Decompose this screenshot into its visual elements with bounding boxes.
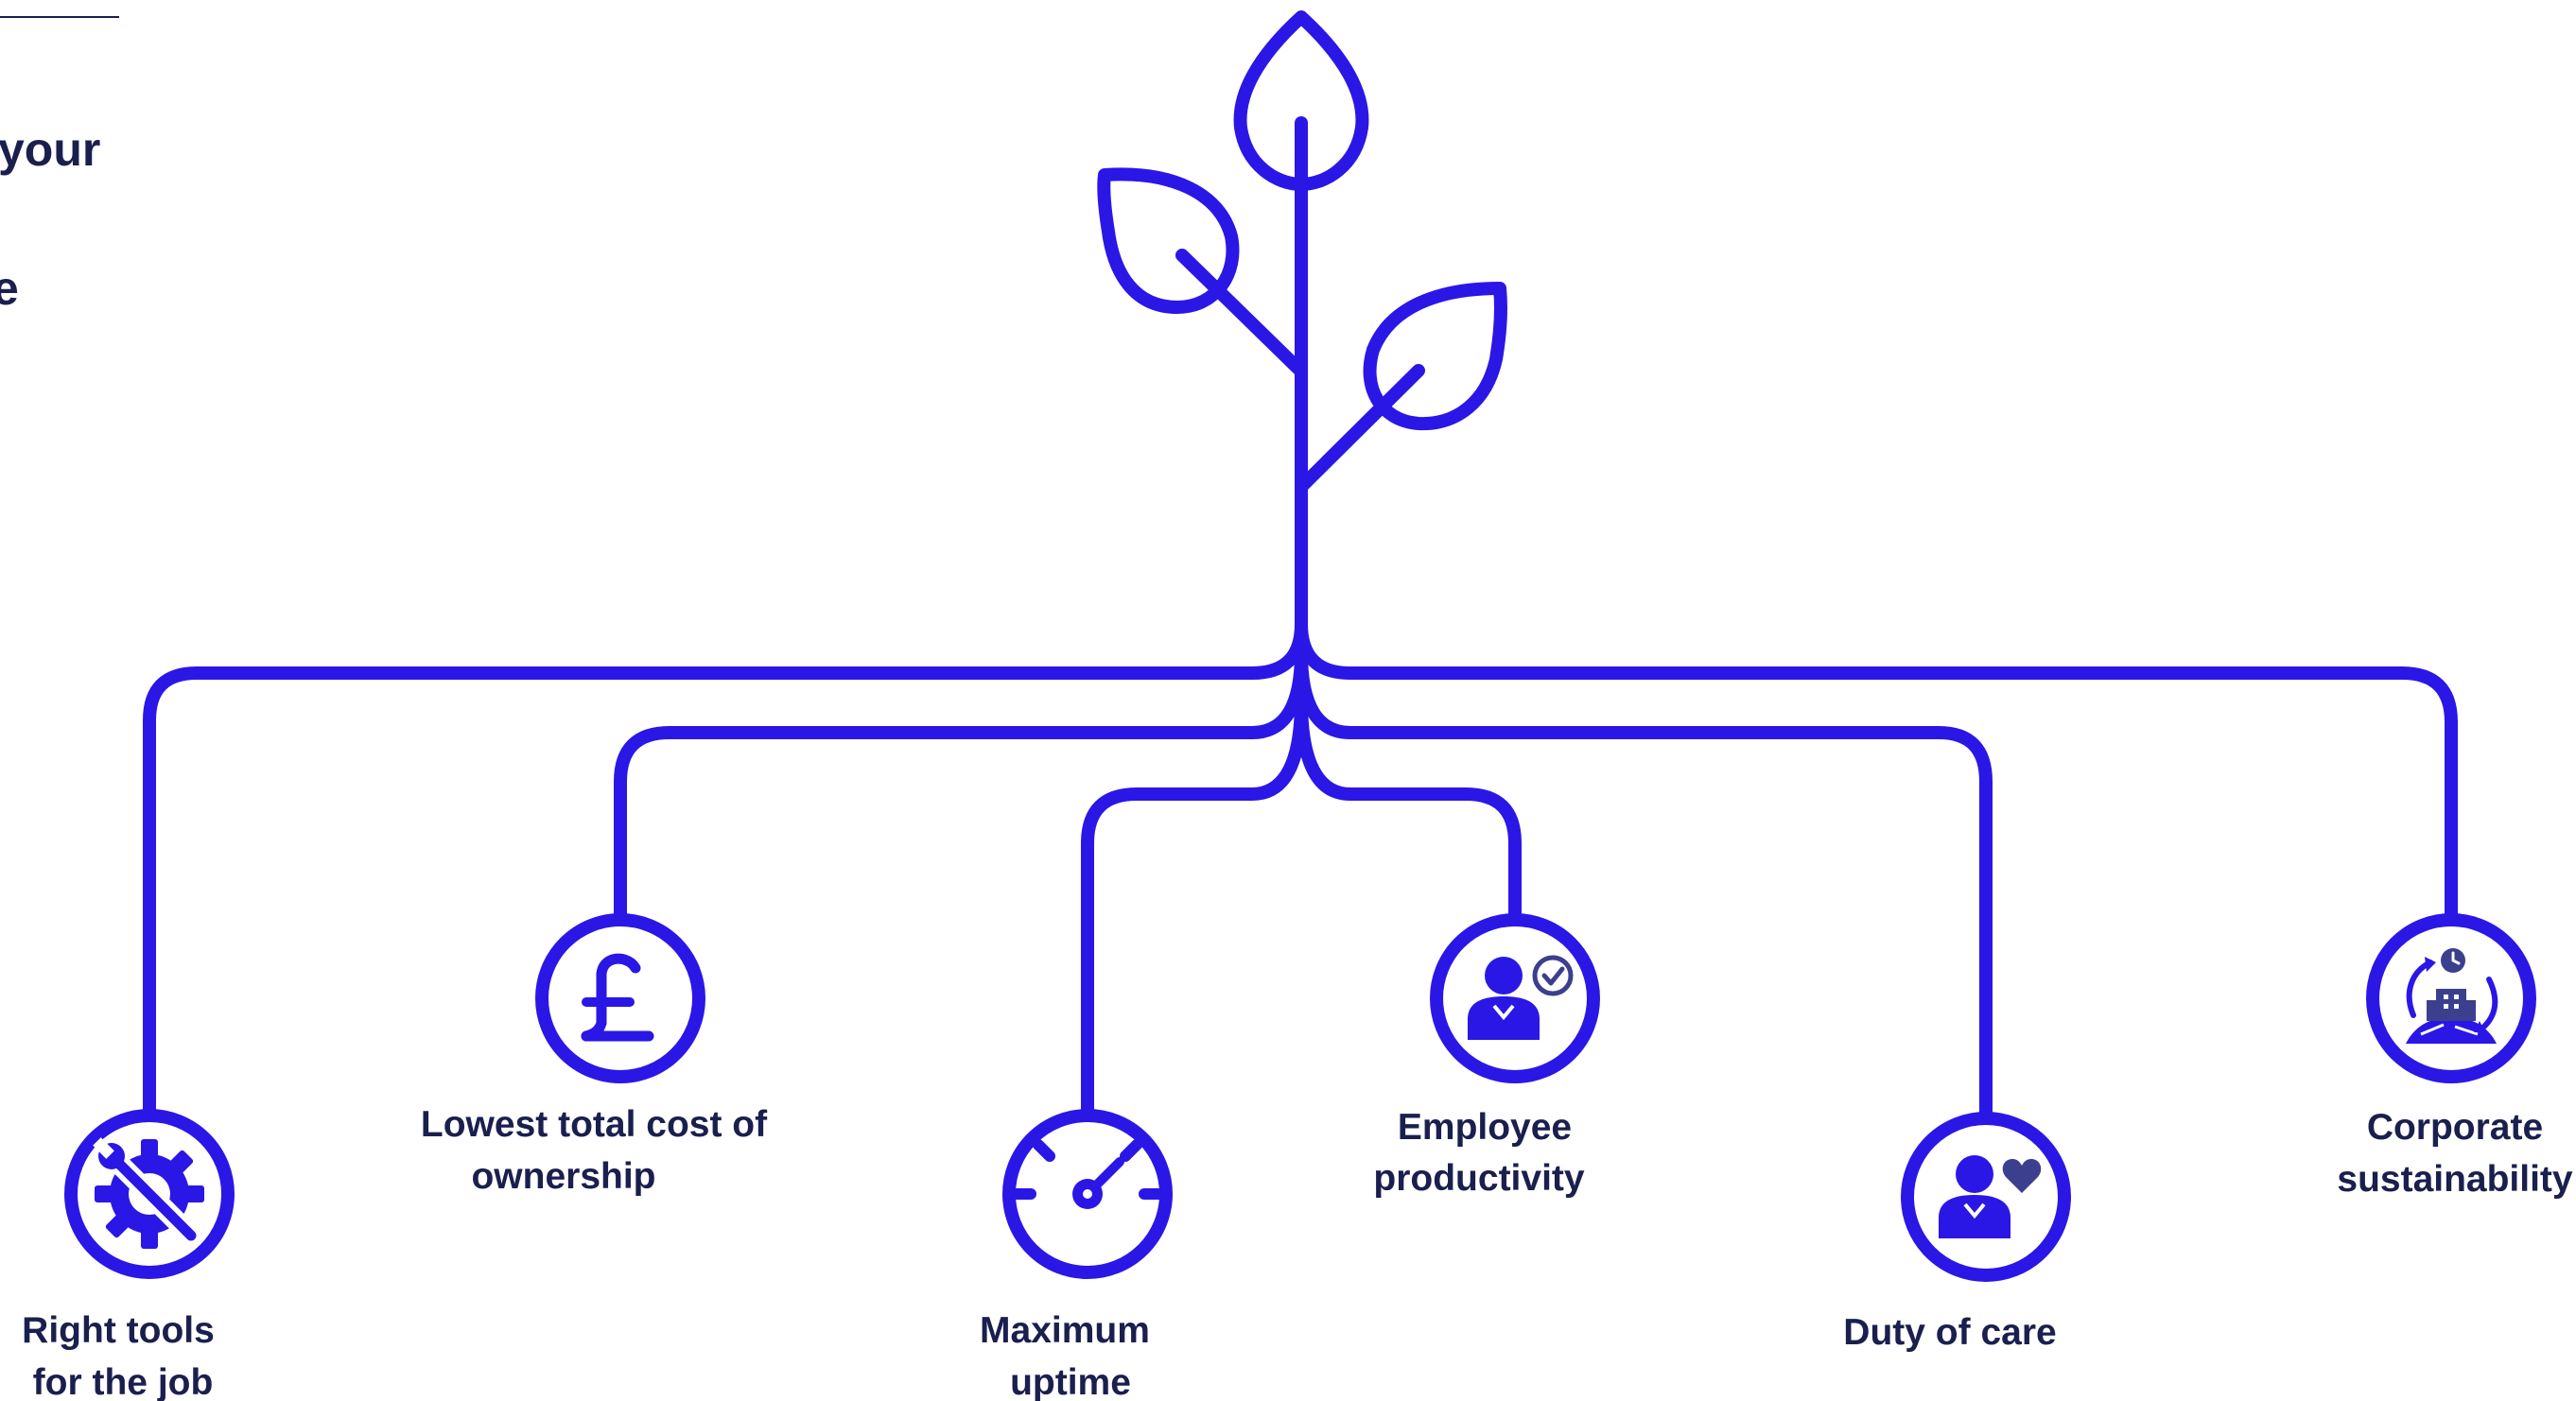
node-label-line-1: Lowest total cost of: [421, 1104, 768, 1145]
node-label-line-1: Maximum: [980, 1310, 1150, 1351]
branch-corporate-sustainability: [1295, 617, 2458, 922]
node-label-line-1: Employee: [1398, 1107, 1572, 1148]
node-lowest-cost: Lowest total cost of ownership: [421, 913, 768, 1197]
person-heart-icon: [1939, 1155, 2042, 1238]
node-label-line-2: productivity: [1373, 1158, 1584, 1199]
node-max-uptime: Maximum uptime: [980, 1109, 1173, 1401]
node-label-line-2: ownership: [471, 1156, 655, 1197]
gear-wrench-icon: [93, 1137, 204, 1249]
plant-right-leaf: [1363, 282, 1507, 431]
node-label-line-1: Duty of care: [1843, 1312, 2056, 1353]
node-duty-of-care: Duty of care: [1843, 1112, 2071, 1353]
branch-lines: [143, 617, 2458, 1122]
pound-icon: [581, 953, 654, 1042]
branch-employee-productivity: [1295, 693, 1522, 922]
branch-right-tools: [143, 617, 1308, 1122]
node-label-line-2: uptime: [1010, 1362, 1131, 1401]
plant-top-leaf: [1233, 10, 1369, 191]
plant-right-twig: [1295, 364, 1425, 493]
node-corporate-sustainability: Corporate sustainability: [2337, 913, 2573, 1200]
person-check-icon: [1468, 955, 1574, 1040]
side-text-line-1: your: [0, 123, 100, 176]
plant-left-twig: [1175, 249, 1308, 378]
speedometer-icon: [1008, 1139, 1167, 1209]
plant-icon: [1097, 10, 1507, 649]
node-label-line-2: sustainability: [2337, 1159, 2573, 1200]
branch-lowest-cost: [614, 646, 1308, 922]
node-label-line-1: Corporate: [2367, 1107, 2543, 1148]
node-label-line-1: Right tools: [22, 1310, 215, 1351]
node-employee-productivity: Employee productivity: [1373, 913, 1600, 1199]
branch-max-uptime: [1081, 693, 1308, 1122]
branch-duty-of-care: [1295, 646, 1993, 1122]
side-text-line-2: e: [0, 262, 19, 315]
node-label-line-2: for the job: [33, 1362, 214, 1401]
node-right-tools: Right tools for the job: [22, 1109, 235, 1401]
globe-building-cycle-icon: [2406, 948, 2498, 1044]
plant-left-leaf: [1097, 167, 1240, 314]
